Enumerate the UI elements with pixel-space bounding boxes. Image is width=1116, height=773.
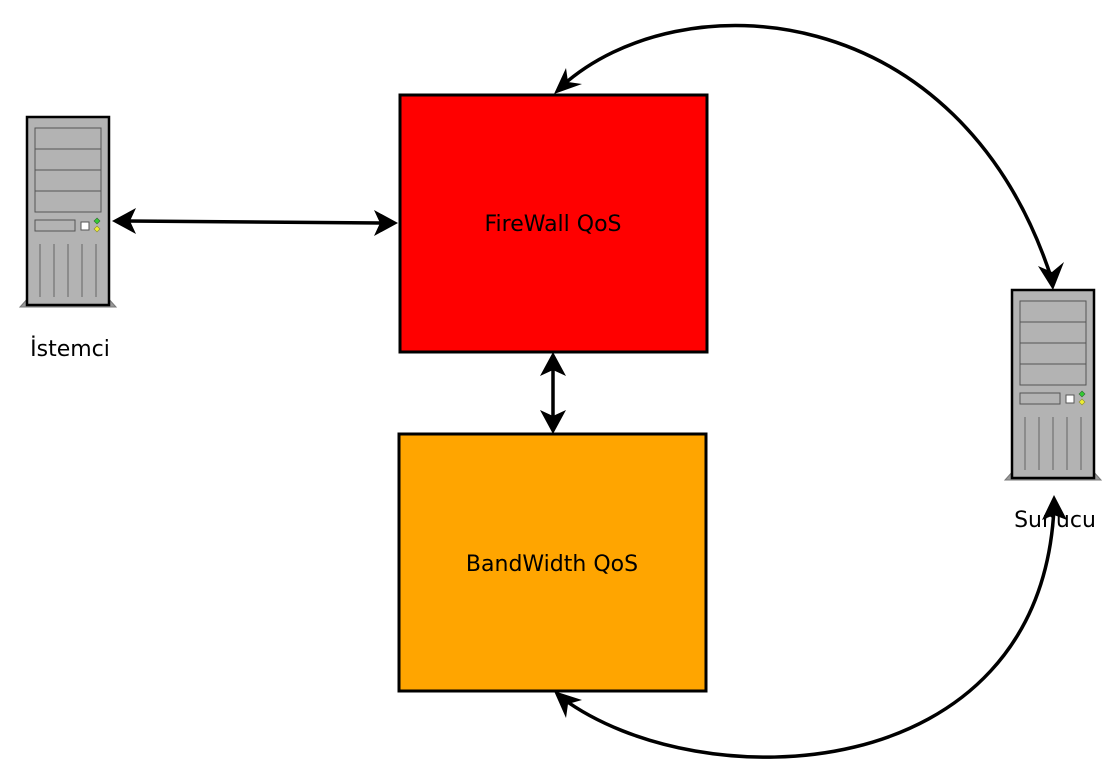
firewall-qos-box <box>398 93 709 354</box>
arrowhead-firewall-bottom <box>540 352 566 376</box>
arrowhead-server-top <box>1038 262 1064 290</box>
arrowhead-server-bottom <box>1042 495 1067 520</box>
bandwidth-qos-node: BandWidth QoS <box>397 432 708 693</box>
server-label: Sunucu <box>1014 508 1096 533</box>
edge-firewall-server <box>560 23 1054 281</box>
client-label: İstemci <box>30 336 110 362</box>
client-node: İstemci <box>18 115 118 362</box>
server-tower-icon <box>1003 288 1103 482</box>
server-tower-icon <box>18 115 118 309</box>
bandwidth-qos-box <box>397 432 708 693</box>
bandwidth-qos-label: BandWidth QoS <box>466 552 638 577</box>
connections <box>112 23 1067 759</box>
arrowhead-client <box>112 208 136 234</box>
arrowhead-firewall-top <box>554 68 582 94</box>
firewall-qos-node: FireWall QoS <box>398 93 709 354</box>
arrowhead-bandwidth-bottom <box>554 691 582 718</box>
edge-bandwidth-server <box>560 507 1056 759</box>
firewall-qos-label: FireWall QoS <box>484 212 621 237</box>
arrowhead-bandwidth-top <box>540 410 566 434</box>
server-node: Sunucu <box>1003 288 1103 533</box>
arrowhead-firewall-left <box>374 210 398 236</box>
edge-client-firewall <box>121 219 389 225</box>
